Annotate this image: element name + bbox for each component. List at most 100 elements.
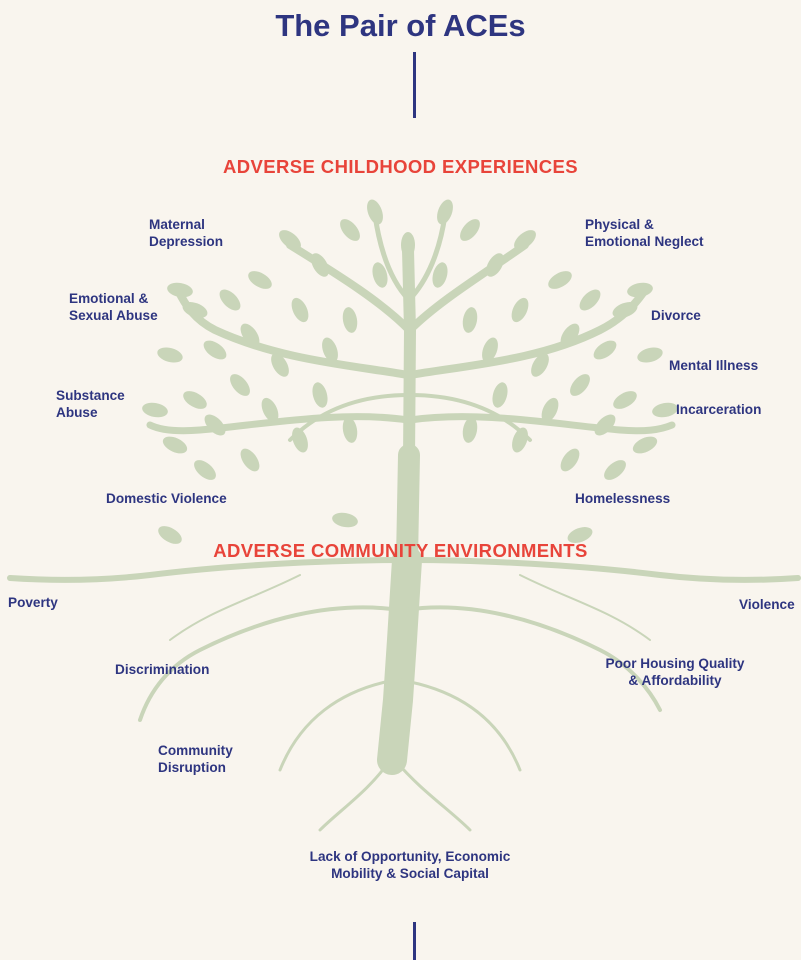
- branch-upper-right: [406, 241, 529, 334]
- leaf: [514, 230, 536, 250]
- leaf: [240, 323, 260, 347]
- label-mental-illness: Mental Illness: [669, 358, 759, 373]
- bottom-divider-line: [413, 922, 416, 960]
- leaf: [460, 219, 480, 241]
- leaf: [637, 347, 663, 363]
- leaf: [367, 199, 383, 225]
- section-heading-childhood: ADVERSE CHILDHOOD EXPERIENCES: [223, 156, 578, 177]
- label-maternal-depression: Maternal Depression: [149, 217, 224, 249]
- leaf: [162, 436, 188, 454]
- label-physical-emotional-neglect: Physical & Emotional Neglect: [585, 217, 704, 249]
- tree-leaves: [142, 199, 678, 544]
- top-divider-line: [413, 52, 416, 118]
- leaf: [332, 512, 358, 528]
- leaf: [579, 289, 601, 311]
- leaf: [182, 302, 208, 318]
- leaf: [548, 271, 572, 289]
- root-far-right: [519, 574, 651, 641]
- root-right-long: [407, 557, 801, 583]
- label-poor-housing: Poor Housing Quality & Affordability: [605, 656, 745, 688]
- leaf: [492, 382, 508, 408]
- leaf: [157, 347, 183, 363]
- leaf: [167, 282, 193, 298]
- leaf: [271, 353, 289, 377]
- root-right-mid: [403, 605, 662, 712]
- section-heading-community: ADVERSE COMMUNITY ENVIRONMENTS: [213, 540, 588, 561]
- branch-low-right: [406, 413, 676, 435]
- leaf: [482, 337, 498, 363]
- label-poverty: Poverty: [8, 595, 58, 610]
- label-divorce: Divorce: [651, 308, 701, 323]
- leaf: [570, 374, 590, 396]
- leaf: [632, 436, 658, 454]
- label-community-disruption: Community Disruption: [158, 743, 233, 775]
- leaf: [194, 460, 216, 480]
- leaf: [652, 402, 678, 418]
- leaf: [248, 271, 272, 289]
- label-lack-of-opportunity: Lack of Opportunity, Economic Mobility &…: [309, 849, 511, 881]
- leaf: [612, 302, 638, 318]
- leaf: [437, 199, 453, 225]
- leaf: [342, 417, 358, 443]
- label-homelessness: Homelessness: [575, 491, 671, 506]
- leaf: [203, 340, 227, 360]
- tree-base: [377, 545, 422, 775]
- label-discrimination: Discrimination: [115, 662, 210, 677]
- leaf: [219, 289, 241, 311]
- leaf: [486, 253, 504, 277]
- leaf: [462, 417, 478, 443]
- leaf: [142, 402, 168, 418]
- label-violence: Violence: [739, 597, 795, 612]
- leaf: [342, 307, 358, 333]
- leaf: [204, 414, 226, 436]
- leaf: [311, 253, 329, 277]
- root-left-mid: [138, 605, 402, 722]
- leaf: [593, 340, 617, 360]
- leaf: [240, 448, 260, 472]
- leaf: [432, 262, 448, 288]
- leaf: [560, 448, 580, 472]
- leaf: [512, 427, 528, 453]
- leaf: [158, 526, 182, 544]
- leaf: [401, 232, 415, 258]
- root-right-low: [398, 678, 522, 772]
- root-left-deep: [318, 758, 392, 832]
- root-far-left: [169, 574, 301, 641]
- leaf: [261, 397, 279, 423]
- leaf: [567, 527, 593, 543]
- branch-top-left: [372, 212, 412, 303]
- label-substance-abuse: Substance Abuse: [56, 388, 125, 420]
- leaf: [312, 382, 328, 408]
- label-emotional-sexual-abuse: Emotional & Sexual Abuse: [69, 291, 158, 323]
- branch-center: [402, 244, 417, 466]
- label-domestic-violence: Domestic Violence: [106, 491, 227, 506]
- leaf: [604, 460, 626, 480]
- leaf: [594, 414, 616, 436]
- leaf: [183, 391, 207, 409]
- page-title: The Pair of ACEs: [275, 8, 526, 43]
- leaf: [292, 427, 308, 453]
- root-right-deep: [393, 758, 472, 832]
- leaf: [627, 282, 653, 298]
- leaf: [541, 397, 559, 423]
- leaf: [613, 391, 637, 409]
- root-left-long: [7, 557, 408, 583]
- leaf: [322, 337, 338, 363]
- tree-trunk: [396, 444, 420, 571]
- leaf: [372, 262, 388, 288]
- branch-low-left: [146, 413, 412, 435]
- branch-top-right: [406, 212, 448, 303]
- leaf: [511, 297, 529, 323]
- leaf: [531, 353, 549, 377]
- leaf: [279, 230, 301, 250]
- leaf: [291, 297, 309, 323]
- root-left-low: [278, 678, 397, 772]
- branch-upper-left: [286, 241, 413, 334]
- label-incarceration: Incarceration: [676, 402, 762, 417]
- leaf: [462, 307, 478, 333]
- leaf: [560, 323, 580, 347]
- leaf: [340, 219, 360, 241]
- leaf: [230, 374, 250, 396]
